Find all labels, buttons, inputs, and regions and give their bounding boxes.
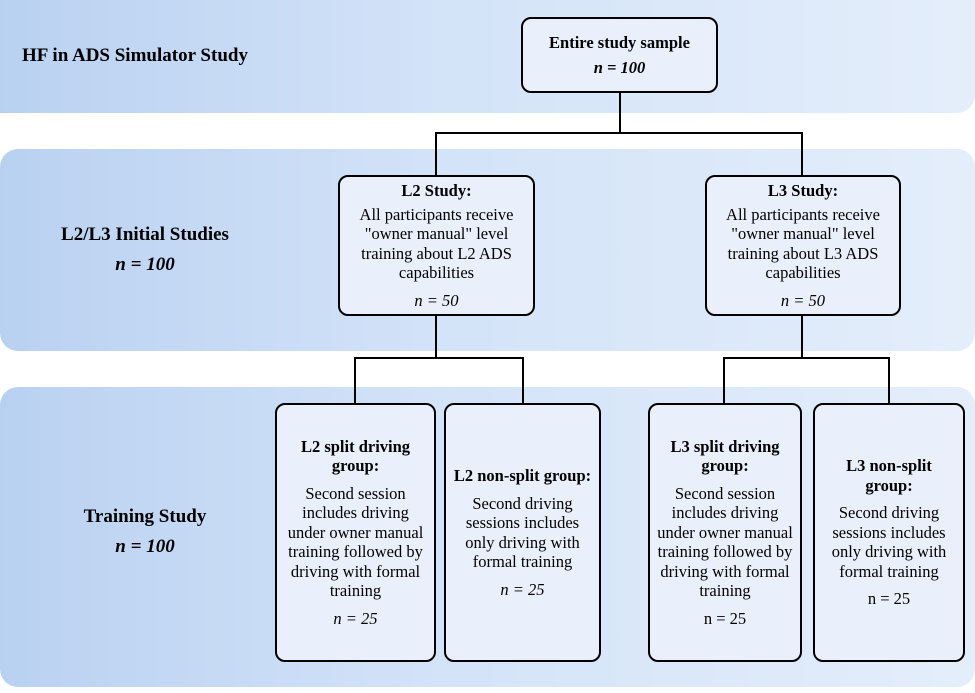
node-description: All participants receive "owner manual" … [359, 204, 514, 283]
node-n: n = 100 [593, 58, 646, 77]
node-title: L3 non-split group: [846, 456, 932, 495]
connector-l2-branch [354, 357, 524, 404]
node-n: n = 25 [500, 579, 545, 599]
node-n: n = 25 [867, 589, 911, 609]
node-description: All participants receive "owner manual" … [726, 204, 880, 283]
study-level-band [0, 0, 975, 113]
node-n: n = 25 [333, 608, 378, 628]
node-n: n = 50 [414, 290, 459, 310]
node-l2-split-group: L2 split driving group: Second session i… [275, 403, 436, 662]
connector-root-branch [435, 132, 803, 176]
node-l2-nonsplit-group: L2 non-split group: Second driving sessi… [444, 403, 601, 662]
node-description: Second driving sessions includes only dr… [831, 503, 947, 581]
node-description: Second session includes driving under ow… [657, 483, 793, 601]
node-n: n = 25 [703, 608, 747, 628]
band-label-initial-studies: L2/L3 Initial Studies n = 100 [40, 220, 250, 280]
node-title: L2 non-split group: [453, 466, 592, 485]
node-n: n = 50 [780, 290, 826, 310]
node-l3-nonsplit-group: L3 non-split group: Second driving sessi… [813, 403, 965, 662]
node-title: L2 Study: [401, 181, 472, 200]
node-title: L3 Study: [767, 181, 839, 200]
band-n-initial: n = 100 [115, 254, 175, 275]
node-l3-split-group: L3 split driving group: Second session i… [648, 403, 802, 662]
node-l3-study: L3 Study: All participants receive "owne… [705, 175, 901, 316]
band-label-simulator-study: HF in ADS Simulator Study [22, 45, 248, 66]
node-l2-study: L2 Study: All participants receive "owne… [338, 175, 535, 316]
node-title: Entire study sample [549, 32, 690, 52]
node-description: Second session includes driving under ow… [287, 483, 424, 601]
band-label-training-study: Training Study n = 100 [40, 502, 250, 562]
band-n-training: n = 100 [115, 536, 175, 557]
node-title: L2 split driving group: [300, 436, 411, 476]
connector-l3-branch [723, 357, 890, 404]
node-description: Second driving sessions includes only dr… [465, 493, 580, 572]
node-entire-sample: Entire study sample n = 100 [521, 17, 718, 93]
node-title: L3 split driving group: [670, 436, 780, 476]
